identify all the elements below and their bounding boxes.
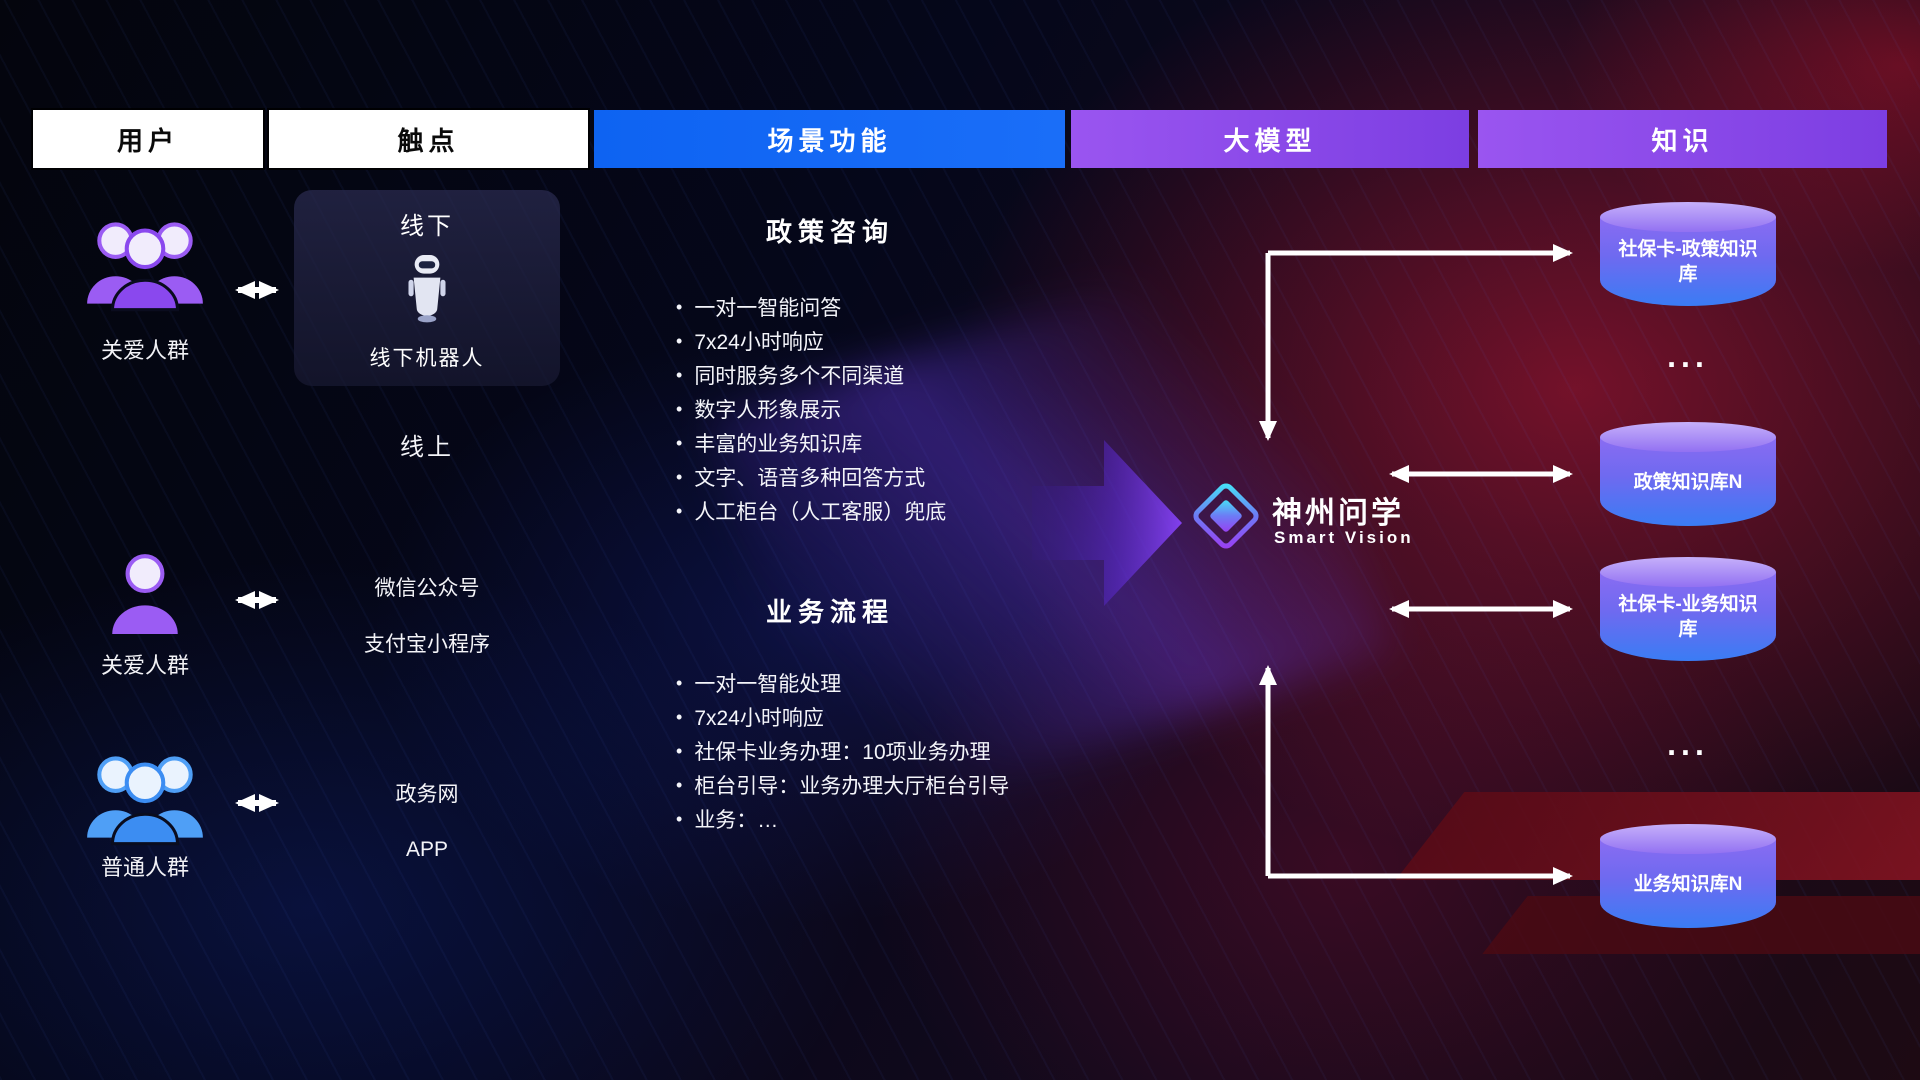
cylinder-cap <box>1600 202 1776 232</box>
bullet-item: 柜台引导：业务办理大厅柜台引导 <box>676 770 1009 804</box>
user-label-3: 普通人群 <box>100 855 189 880</box>
header-users: 用户 <box>33 110 263 168</box>
header-touchpoints-label: 触点 <box>397 125 460 156</box>
user-single-purple-icon <box>102 548 188 639</box>
smart-vision-logo-icon <box>1190 480 1262 557</box>
cylinder-cap <box>1600 824 1776 854</box>
channel-gov-web: 政务网 <box>395 783 459 806</box>
bullet-item: 文字、语音多种回答方式 <box>676 462 946 496</box>
scenario-title-policy: 政策咨询 <box>765 217 894 247</box>
bullet-item: 同时服务多个不同渠道 <box>676 360 946 394</box>
header-scenarios: 场景功能 <box>594 110 1065 168</box>
channel-alipay: 支付宝小程序 <box>364 633 490 656</box>
header-knowledge-label: 知识 <box>1651 125 1714 156</box>
offline-title: 线下 <box>400 213 454 240</box>
bullet-item: 一对一智能问答 <box>676 292 946 326</box>
bullet-item: 7x24小时响应 <box>676 326 946 360</box>
online-title: 线上 <box>400 434 454 461</box>
bullet-item: 社保卡业务办理：10项业务办理 <box>676 736 1009 770</box>
knowledge-db-1: 社保卡-政策知识库 <box>1600 202 1776 306</box>
header-scenarios-label: 场景功能 <box>767 125 892 156</box>
flow-arrow-icon <box>1032 428 1182 623</box>
model-name: 神州问学 <box>1272 497 1404 530</box>
cylinder-cap <box>1600 557 1776 587</box>
knowledge-db-2: 政策知识库N <box>1600 422 1776 526</box>
scenario-policy-list: 一对一智能问答 7x24小时响应 同时服务多个不同渠道 数字人形象展示 丰富的业… <box>676 292 946 530</box>
scenario-title-business: 业务流程 <box>765 597 894 627</box>
bullet-item: 人工柜台（人工客服）兜底 <box>676 496 946 530</box>
channel-wechat: 微信公众号 <box>374 577 480 600</box>
knowledge-db-4-label: 业务知识库N <box>1633 873 1743 895</box>
knowledge-db-1-label: 社保卡-政策知识库 <box>1618 239 1758 285</box>
knowledge-db-3-label: 社保卡-业务知识库 <box>1618 594 1758 640</box>
bullet-item: 数字人形象展示 <box>676 394 946 428</box>
knowledge-db-4: 业务知识库N <box>1600 824 1776 928</box>
bullet-item: 丰富的业务知识库 <box>676 428 946 462</box>
model-subtitle: Smart Vision <box>1274 528 1414 547</box>
header-users-label: 用户 <box>116 125 179 156</box>
knowledge-ellipsis-2: ... <box>1667 726 1709 762</box>
bullet-item: 7x24小时响应 <box>676 702 1009 736</box>
offline-touchpoint-card: 线下 线下机器人 <box>294 190 560 386</box>
channel-app: APP <box>405 838 449 861</box>
user-group-blue-icon <box>79 748 211 851</box>
header-touchpoints: 触点 <box>269 110 588 168</box>
header-knowledge: 知识 <box>1478 110 1887 168</box>
user-label-2: 关爱人群 <box>100 653 189 678</box>
scenario-business-list: 一对一智能处理 7x24小时响应 社保卡业务办理：10项业务办理 柜台引导：业务… <box>676 668 1009 838</box>
knowledge-ellipsis-1: ... <box>1667 338 1709 374</box>
user-label-1: 关爱人群 <box>100 338 189 363</box>
header-model-label: 大模型 <box>1223 125 1317 156</box>
user-group-purple-icon <box>79 214 211 317</box>
header-model: 大模型 <box>1071 110 1469 168</box>
robot-icon <box>404 253 450 330</box>
knowledge-db-2-label: 政策知识库N <box>1633 471 1743 493</box>
bullet-item: 业务：… <box>676 804 1009 838</box>
cylinder-cap <box>1600 422 1776 452</box>
offline-robot-caption: 线下机器人 <box>369 347 485 370</box>
knowledge-db-3: 社保卡-业务知识库 <box>1600 557 1776 661</box>
bullet-item: 一对一智能处理 <box>676 668 1009 702</box>
